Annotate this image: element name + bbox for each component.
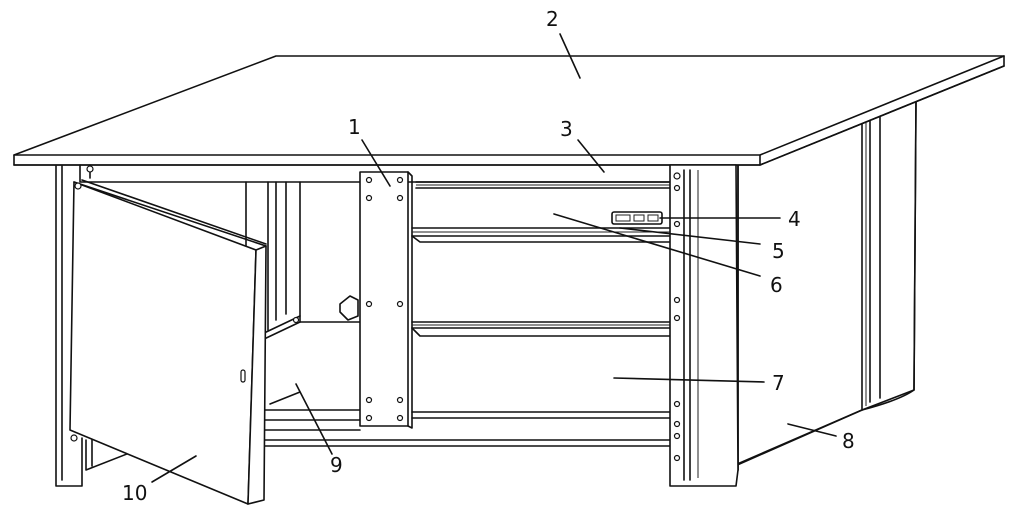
leader-3 [577, 139, 605, 173]
leader-10 [151, 455, 197, 483]
reference-numerals: 1 2 3 4 5 6 7 8 9 10 [122, 7, 855, 505]
label-5: 5 [772, 239, 785, 263]
label-2: 2 [546, 7, 559, 31]
table-top [13, 55, 1005, 166]
leader-6 [553, 213, 761, 277]
interior-compartment [245, 181, 361, 431]
right-side-panel [734, 99, 917, 471]
drawer-rails [261, 181, 671, 447]
leader-5 [619, 227, 761, 245]
label-8: 8 [842, 429, 855, 453]
right-front-leg [669, 164, 739, 487]
leader-2 [559, 33, 581, 79]
middle-mounting-plate [359, 171, 413, 429]
label-3: 3 [560, 117, 573, 141]
leader-1 [361, 139, 391, 187]
label-9: 9 [330, 453, 343, 477]
left-rear-leg [55, 165, 133, 487]
label-7: 7 [772, 371, 785, 395]
leader-9 [295, 383, 333, 455]
drawer-lock [611, 211, 663, 225]
label-1: 1 [348, 115, 361, 139]
leader-8 [787, 423, 837, 437]
leader-lines [151, 33, 837, 483]
label-4: 4 [788, 207, 801, 231]
cabinet-door [69, 179, 267, 505]
leader-7 [613, 377, 765, 383]
label-6: 6 [770, 273, 783, 297]
label-10: 10 [122, 481, 147, 505]
